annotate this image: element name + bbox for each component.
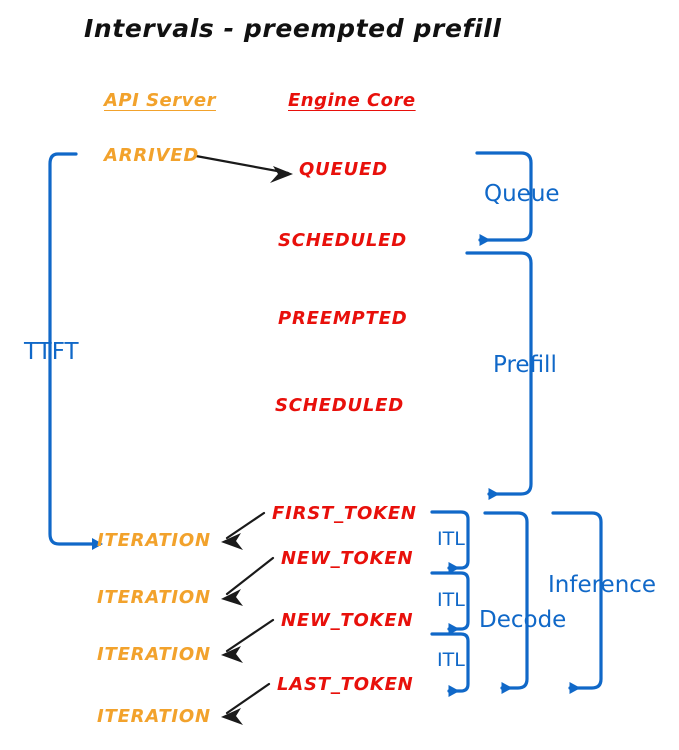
interval-label-inference: Inference	[548, 572, 657, 598]
arrow-last-token-to-iteration-4	[221, 682, 271, 725]
page-title: Intervals - preempted prefill	[84, 14, 502, 43]
interval-label-queue: Queue	[484, 181, 560, 207]
event-scheduled-1: SCHEDULED	[278, 230, 407, 251]
arrow-arrived-to-queued	[194, 154, 293, 183]
event-iteration-2: ITERATION	[97, 587, 211, 608]
interval-label-itl-1: ITL	[437, 528, 465, 550]
event-iteration-1: ITERATION	[97, 530, 211, 551]
interval-label-prefill: Prefill	[493, 352, 557, 378]
event-queued: QUEUED	[299, 159, 388, 180]
arrow-new-token-1-to-iteration-2	[221, 556, 275, 606]
column-header-api-server: API Server	[104, 90, 216, 111]
decode-bracket	[483, 511, 529, 694]
interval-label-ttft: TTFT	[24, 339, 79, 365]
event-preempted: PREEMPTED	[278, 308, 408, 329]
interval-label-decode: Decode	[479, 607, 567, 633]
interval-label-itl-2: ITL	[437, 589, 465, 611]
arrow-new-token-2-to-iteration-3	[221, 618, 275, 663]
interval-label-itl-3: ITL	[437, 649, 465, 671]
event-last-token: LAST_TOKEN	[277, 674, 414, 695]
inference-bracket	[551, 511, 603, 694]
event-new-token-2: NEW_TOKEN	[281, 610, 414, 631]
event-new-token-1: NEW_TOKEN	[281, 548, 414, 569]
arrow-first-token-to-iteration-1	[221, 511, 266, 550]
event-arrived: ARRIVED	[104, 145, 200, 166]
event-first-token: FIRST_TOKEN	[272, 503, 417, 524]
event-scheduled-2: SCHEDULED	[275, 395, 404, 416]
column-header-engine-core: Engine Core	[288, 90, 416, 111]
event-iteration-3: ITERATION	[97, 644, 211, 665]
event-iteration-4: ITERATION	[97, 706, 211, 727]
